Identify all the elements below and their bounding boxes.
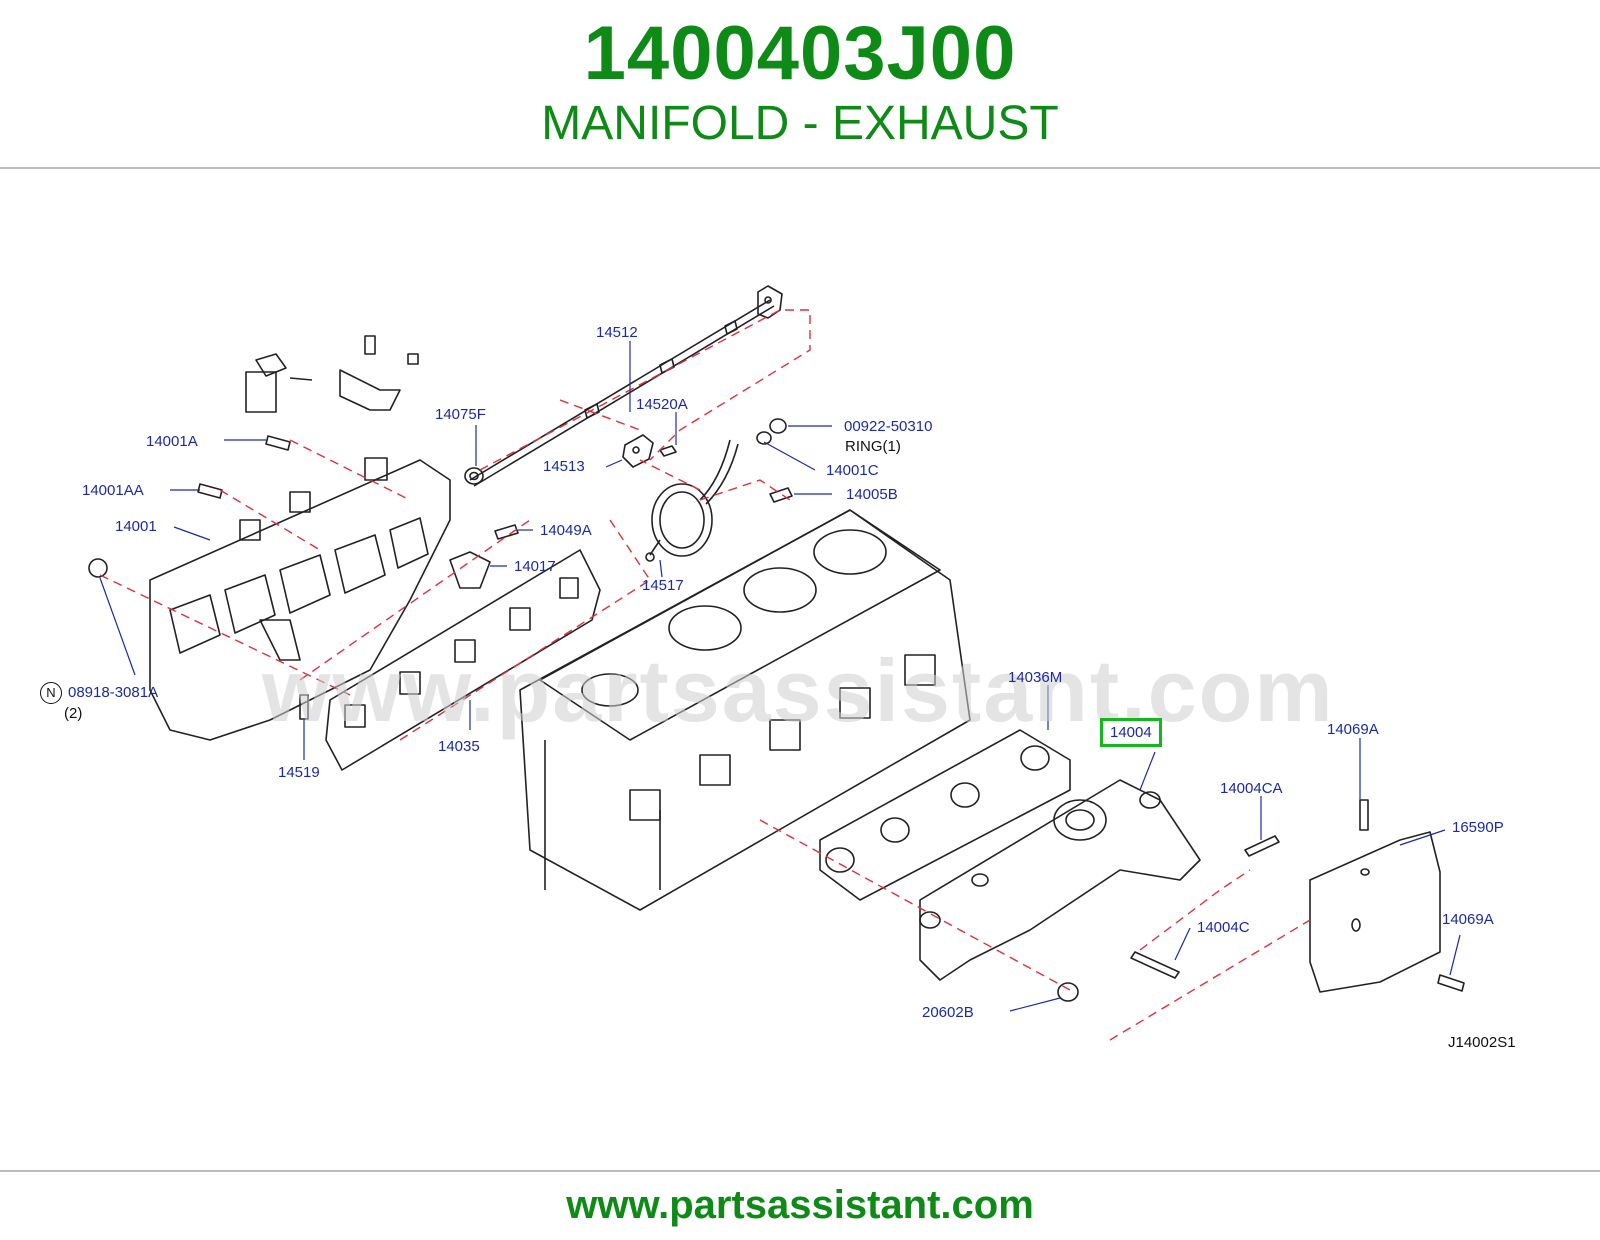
callout-14004CA[interactable]: 14004CA <box>1220 780 1283 797</box>
callout-14017[interactable]: 14017 <box>514 558 556 575</box>
heat-shield-16590P <box>1309 831 1441 993</box>
bushing-14075F <box>464 467 484 485</box>
callout-14001AA[interactable]: 14001AA <box>82 482 144 499</box>
footer-divider <box>0 1170 1600 1172</box>
callout-14520A[interactable]: 14520A <box>636 396 688 413</box>
cylinder-head <box>519 509 971 911</box>
callout-14069A-bottom[interactable]: 14069A <box>1442 911 1494 928</box>
watermark: www.partsassistant.com <box>262 641 1335 740</box>
callout-14517[interactable]: 14517 <box>642 577 684 594</box>
bolt-14001AA <box>197 483 223 499</box>
nut-20602B <box>1057 982 1079 1002</box>
link-14513 <box>622 434 654 468</box>
rail-14512 <box>469 285 783 487</box>
bolt-14069A-bottom <box>1437 974 1465 992</box>
bolt-14049A <box>494 524 519 540</box>
sensor-bracket <box>245 335 419 413</box>
callout-14513[interactable]: 14513 <box>543 458 585 475</box>
callout-14001A[interactable]: 14001A <box>146 433 198 450</box>
intake-manifold-14001 <box>149 457 451 741</box>
bolt-14520A <box>659 445 677 457</box>
callout-14069A-top[interactable]: 14069A <box>1327 721 1379 738</box>
part-number: 1400403J00 <box>583 11 1017 96</box>
ring-00922 <box>769 418 787 434</box>
callout-14004C[interactable]: 14004C <box>1197 919 1250 936</box>
callout-14035[interactable]: 14035 <box>438 738 480 755</box>
gasket-14036M <box>819 729 1071 901</box>
callout-14001C[interactable]: 14001C <box>826 462 879 479</box>
bolt-14069A-top <box>1359 799 1369 831</box>
callout-14049A[interactable]: 14049A <box>540 522 592 539</box>
footer-url-link[interactable]: www.partsassistant.com <box>566 1183 1034 1227</box>
callout-qty-2: (2) <box>64 705 83 722</box>
part-name: MANIFOLD - EXHAUST <box>541 97 1059 150</box>
diagram-code: J14002S1 <box>1448 1034 1516 1051</box>
gasket-14035 <box>325 549 601 771</box>
callout-00922-50310[interactable]: 00922-50310 <box>844 418 933 435</box>
stud-14519 <box>299 694 309 720</box>
callout-ring-qty: RING(1) <box>845 438 901 455</box>
bracket-14017 <box>449 551 491 589</box>
n-symbol-badge: N <box>40 682 62 704</box>
nut-08918 <box>88 558 108 578</box>
header-divider <box>0 167 1600 169</box>
bolt-14005B <box>769 487 793 503</box>
callout-14036M[interactable]: 14036M <box>1008 669 1063 686</box>
exhaust-manifold-14004 <box>919 779 1201 981</box>
stud-14004CA <box>1244 835 1280 857</box>
callout-14519[interactable]: 14519 <box>278 764 320 781</box>
callout-14004-highlighted[interactable]: 14004 <box>1100 718 1162 747</box>
callout-14512[interactable]: 14512 <box>596 324 638 341</box>
callout-14001[interactable]: 14001 <box>115 518 157 535</box>
callout-20602B[interactable]: 20602B <box>922 1004 974 1021</box>
bolt-14001A <box>265 435 291 451</box>
stud-14004C <box>1130 951 1180 979</box>
callout-14075F[interactable]: 14075F <box>435 406 486 423</box>
callout-14005B[interactable]: 14005B <box>846 486 898 503</box>
exploded-parts-diagram <box>88 285 1465 1041</box>
callout-16590P[interactable]: 16590P <box>1452 819 1504 836</box>
actuator-14517 <box>645 439 739 562</box>
header: 1400403J00 MANIFOLD - EXHAUST <box>0 0 1600 168</box>
callout-08918-3081A[interactable]: 08918-3081A <box>68 684 159 701</box>
